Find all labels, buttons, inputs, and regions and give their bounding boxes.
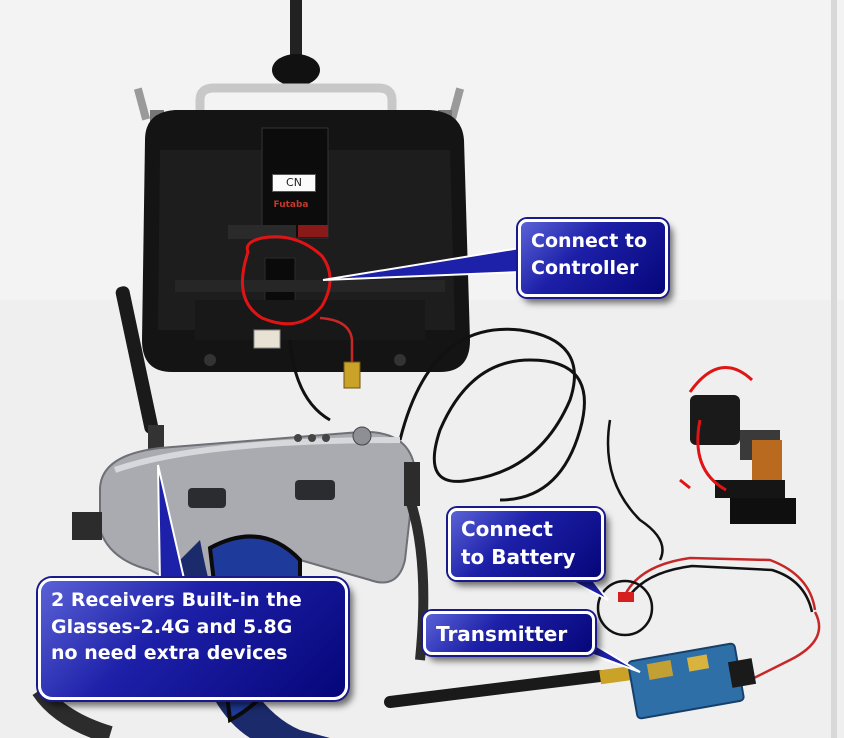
battery-connector-circle [596,579,654,637]
radio-controller [142,110,470,372]
callout-connect-battery: Connect to Battery [448,508,604,580]
camera-gimbal [606,366,796,561]
callout-receivers: 2 Receivers Built-in the Glasses-2.4G an… [38,578,348,700]
rotation-arrow-top [688,366,754,393]
video-transmitter [384,642,757,720]
controller-connector [253,316,361,422]
controller-highlight-circle [240,235,332,326]
controller-handle [195,83,397,140]
callout-transmitter: Transmitter [423,611,595,655]
video-cable [398,327,586,502]
controller-antenna [272,0,320,86]
battery-leads [618,556,821,682]
rotation-arrow-side [696,419,727,492]
controller-brand-logo: Futaba [273,200,309,210]
controller-cn-tag: CN [272,174,316,192]
callout-connect-controller: Connect to Controller [518,219,668,297]
